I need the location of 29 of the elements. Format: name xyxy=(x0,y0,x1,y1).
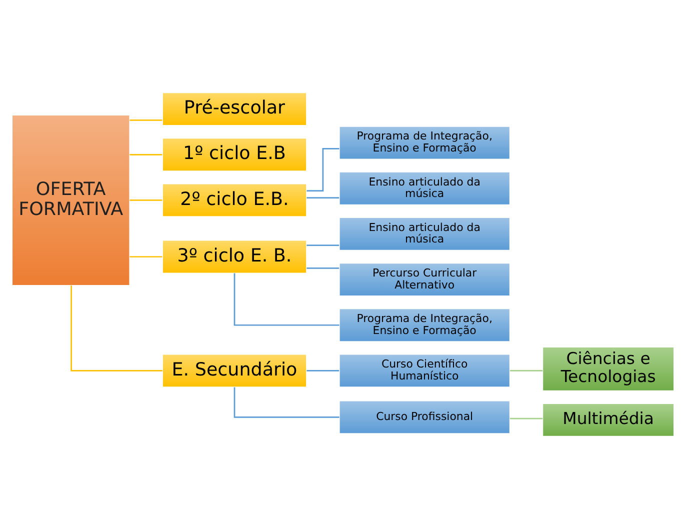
node-box: Multimédia xyxy=(542,403,674,437)
node-box: Ensino articulado da música xyxy=(338,172,510,206)
node-box: Pré-escolar xyxy=(162,92,307,126)
node-box: Curso Profissional xyxy=(338,400,510,434)
node-box: 2º ciclo E.B. xyxy=(162,183,307,218)
connector xyxy=(306,148,340,192)
node-box: OFERTA FORMATIVA xyxy=(12,114,130,286)
connector xyxy=(130,256,162,258)
connector xyxy=(306,197,340,198)
connector xyxy=(306,370,340,372)
node-box: Programa de Integração, Ensino e Formação xyxy=(338,308,510,342)
node-box: Ensino articulado da música xyxy=(338,217,510,251)
connector xyxy=(510,370,543,372)
connector xyxy=(130,120,162,121)
connector xyxy=(306,244,340,246)
node-box: Programa de Integração, Ensino e Formação xyxy=(338,126,510,160)
node-box: E. Secundário xyxy=(162,354,307,388)
node-box: 1º ciclo E.B xyxy=(162,138,307,172)
node-box: Ciências e Tecnologias xyxy=(542,346,674,392)
connector xyxy=(234,387,340,418)
node-box: Percurso Curricular Alternativo xyxy=(338,262,510,296)
connector xyxy=(130,200,162,201)
node-box: Curso Científico Humanístico xyxy=(338,354,510,388)
connector xyxy=(70,285,162,372)
connector xyxy=(130,154,162,156)
connector xyxy=(234,273,340,326)
connector xyxy=(510,418,543,420)
node-box: 3º ciclo E. B. xyxy=(162,240,307,274)
connector xyxy=(306,267,340,269)
